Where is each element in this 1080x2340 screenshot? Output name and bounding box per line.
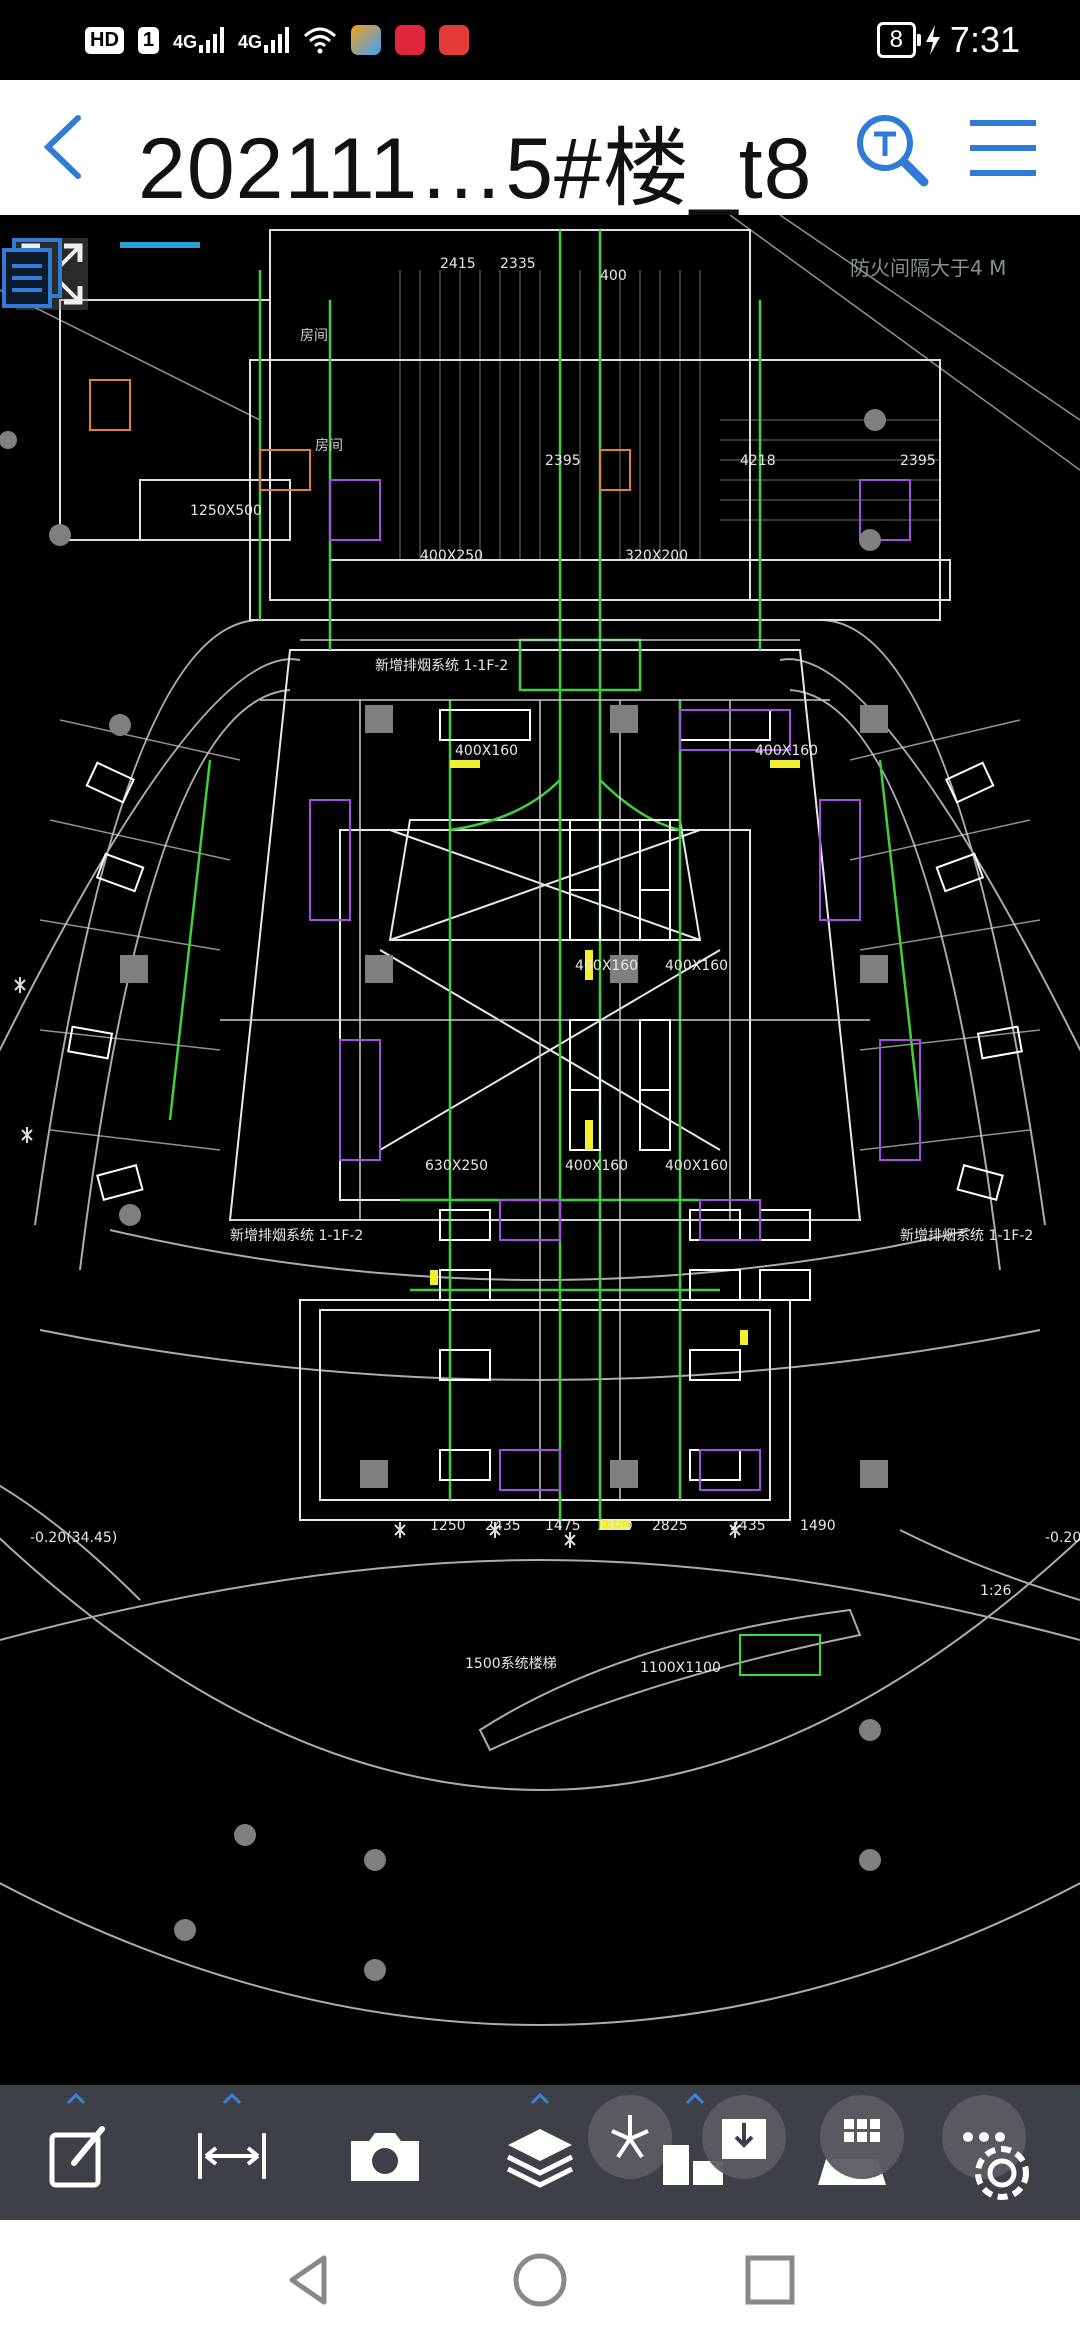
- edit-note-icon[interactable]: [38, 2115, 118, 2195]
- svg-text:-0.20(: -0.20(: [1045, 1530, 1080, 1546]
- more-icon: [963, 2132, 1005, 2142]
- snap-point-icon: [611, 2115, 649, 2159]
- svg-text:1475: 1475: [545, 1518, 581, 1534]
- svg-text:400X160: 400X160: [575, 958, 638, 974]
- triangle-back-icon[interactable]: [280, 2250, 340, 2310]
- svg-text:400X160: 400X160: [455, 743, 518, 759]
- svg-text:4218: 4218: [740, 453, 776, 469]
- svg-text:1500系统楼梯: 1500系统楼梯: [465, 1656, 557, 1672]
- caret-up-icon: [66, 2093, 86, 2105]
- caret-up-icon: [530, 2093, 550, 2105]
- svg-text:新增排烟系统 1-1F-2: 新增排烟系统 1-1F-2: [230, 1228, 363, 1244]
- download-button[interactable]: [702, 2095, 786, 2179]
- notification-app-icon-2: [395, 25, 426, 55]
- svg-text:400X160: 400X160: [665, 1158, 728, 1174]
- status-left: HD 1 4G 4G: [85, 25, 470, 55]
- cad-drawing: 2415 2335 400 2395 4218 2395 1250X500 400X250…: [0, 215, 1080, 2026]
- svg-text:2395: 2395: [545, 453, 581, 469]
- wifi-icon: [304, 27, 337, 54]
- svg-text:400X160: 400X160: [755, 743, 818, 759]
- caret-up-icon: [685, 2093, 705, 2105]
- layers-icon[interactable]: [500, 2115, 580, 2195]
- grid-icon: [844, 2119, 880, 2142]
- svg-text:400X160: 400X160: [665, 958, 728, 974]
- svg-text:2335: 2335: [500, 256, 536, 272]
- svg-text:1100X1100: 1100X1100: [640, 1660, 721, 1676]
- charging-icon: [925, 25, 940, 55]
- svg-text:2435: 2435: [730, 1518, 766, 1534]
- camera-icon[interactable]: [345, 2115, 425, 2195]
- notification-app-icon-3: [439, 25, 470, 55]
- chevron-left-icon[interactable]: [30, 110, 100, 185]
- settings-gear-icon[interactable]: [962, 2133, 1042, 2213]
- download-icon: [722, 2119, 766, 2159]
- battery-icon: 8: [876, 22, 922, 58]
- svg-text:630X250: 630X250: [425, 1158, 488, 1174]
- system-nav-bar: [0, 2220, 1080, 2340]
- title-bar: 202111…5#楼_t8: [0, 80, 1080, 217]
- bottom-toolbar: [0, 2085, 1080, 2220]
- square-recents-icon[interactable]: [740, 2250, 800, 2310]
- annotation-text: 防火间隔大于4 M: [850, 256, 1007, 280]
- network-1-indicator: 4G: [173, 27, 225, 53]
- network-2-indicator: 4G: [238, 27, 290, 53]
- circle-home-icon[interactable]: [510, 2250, 570, 2310]
- svg-text:1250: 1250: [430, 1518, 466, 1534]
- search-t-icon[interactable]: [852, 110, 932, 190]
- hd-badge: HD: [85, 26, 124, 54]
- hamburger-menu-icon[interactable]: [966, 116, 1040, 180]
- svg-text:2395: 2395: [900, 453, 936, 469]
- grid-button[interactable]: [820, 2095, 904, 2179]
- status-bar: HD 1 4G 4G 8 7:31: [0, 0, 1080, 80]
- sim-badge: 1: [137, 26, 160, 54]
- status-right: 8 7:31: [876, 19, 1020, 61]
- notification-app-icon-1: [351, 25, 382, 55]
- document-list-icon[interactable]: [0, 238, 68, 310]
- svg-text:2825: 2825: [652, 1518, 688, 1534]
- svg-text:-0.20(34.45): -0.20(34.45): [30, 1530, 117, 1546]
- signal-1-icon: [199, 27, 225, 53]
- svg-text:1350: 1350: [597, 1518, 633, 1534]
- signal-2-icon: [264, 27, 290, 53]
- snap-point-button[interactable]: [588, 2095, 672, 2179]
- svg-text:房间: 房间: [300, 328, 328, 344]
- svg-text:320X200: 320X200: [625, 548, 688, 564]
- svg-text:2415: 2415: [440, 256, 476, 272]
- network-1-label: 4G: [173, 32, 198, 52]
- measure-distance-icon[interactable]: [192, 2115, 272, 2195]
- progress-indicator: [120, 242, 200, 248]
- network-2-label: 4G: [238, 32, 263, 52]
- svg-text:1:26: 1:26: [980, 1583, 1012, 1599]
- svg-text:400: 400: [600, 268, 627, 284]
- clock: 7:31: [949, 19, 1020, 60]
- svg-text:400X160: 400X160: [565, 1158, 628, 1174]
- svg-text:新增排烟系统 1-1F-2: 新增排烟系统 1-1F-2: [900, 1228, 1033, 1244]
- document-title: 202111…5#楼_t8: [138, 121, 813, 217]
- svg-text:1250X500: 1250X500: [190, 503, 262, 519]
- svg-text:1490: 1490: [800, 1518, 836, 1534]
- caret-up-icon: [222, 2093, 242, 2105]
- svg-text:2435: 2435: [485, 1518, 521, 1534]
- svg-text:新增排烟系统 1-1F-2: 新增排烟系统 1-1F-2: [375, 658, 508, 674]
- svg-text:房间: 房间: [315, 438, 343, 454]
- svg-text:400X250: 400X250: [420, 548, 483, 564]
- cad-drawing-canvas[interactable]: 2415 2335 400 2395 4218 2395 1250X500 400X250…: [0, 215, 1080, 2085]
